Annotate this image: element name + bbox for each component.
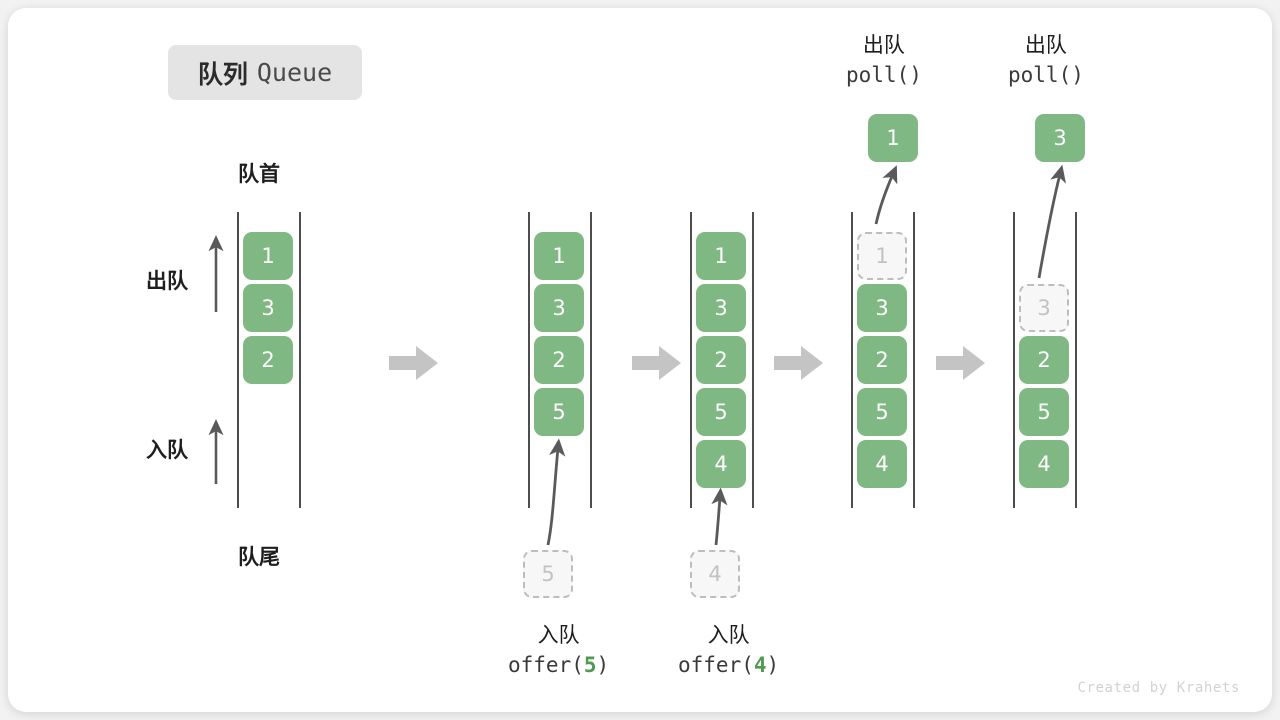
caption-offer-4: 入队 offer(4): [678, 620, 779, 681]
queue-cell: 1: [534, 232, 584, 280]
queue-rail-left: [528, 212, 530, 508]
queue-cell-ghost: 3: [1019, 284, 1069, 332]
step-arrow-icon: [774, 346, 823, 380]
caption-offer-5-cn: 入队: [537, 623, 580, 647]
caption-offer-4-cn: 入队: [707, 623, 750, 647]
queue-tail-label: 队尾: [238, 545, 280, 569]
queue-cell: 2: [857, 336, 907, 384]
offer-5-arg: 5: [583, 653, 597, 678]
queue-cell: 5: [1019, 388, 1069, 436]
queue-cell: 2: [243, 336, 293, 384]
queue-cell: 1: [696, 232, 746, 280]
caption-offer-5: 入队 offer(5): [508, 620, 609, 681]
popped-element: 1: [868, 114, 918, 162]
queue-cell: 5: [857, 388, 907, 436]
queue-cell: 5: [534, 388, 584, 436]
caption-poll-1: 出队 poll(): [846, 30, 922, 91]
offer-5-fn: offer(: [508, 653, 584, 678]
enqueue-direction-label: 入队: [146, 438, 188, 462]
popped-element: 3: [1035, 114, 1085, 162]
queue-rail-right: [1075, 212, 1077, 508]
offer-4-close: ): [766, 653, 780, 678]
caption-poll-1-cn: 出队: [862, 33, 905, 57]
queue-rail-right: [299, 212, 301, 508]
caption-poll-2: 出队 poll(): [1008, 30, 1084, 91]
incoming-element-ghost: 4: [690, 550, 740, 598]
caption-poll-2-cn: 出队: [1024, 33, 1067, 57]
queue-rail-left: [1013, 212, 1015, 508]
step-arrow-icon: [936, 346, 985, 380]
incoming-element-ghost: 5: [523, 550, 573, 598]
caption-poll-2-code: poll(): [1008, 63, 1084, 88]
queue-cell: 3: [857, 284, 907, 332]
queue-cell-ghost: 1: [857, 232, 907, 280]
queue-rail-left: [690, 212, 692, 508]
step-arrow-icon: [389, 346, 438, 380]
queue-cell: 3: [243, 284, 293, 332]
queue-cell: 3: [696, 284, 746, 332]
offer-5-close: ): [596, 653, 610, 678]
queue-cell: 2: [534, 336, 584, 384]
queue-rail-left: [237, 212, 239, 508]
title-badge: 队列 Queue: [168, 45, 362, 100]
offer-4-arg: 4: [753, 653, 767, 678]
dequeue-direction-label: 出队: [146, 269, 188, 293]
queue-cell: 2: [696, 336, 746, 384]
queue-cell: 2: [1019, 336, 1069, 384]
title-english: Queue: [256, 58, 333, 87]
queue-cell: 4: [857, 440, 907, 488]
queue-rail-left: [851, 212, 853, 508]
queue-cell: 4: [696, 440, 746, 488]
queue-rail-right: [590, 212, 592, 508]
step-arrow-icon: [632, 346, 681, 380]
caption-offer-4-code: offer(4): [678, 650, 779, 680]
credit-text: Created by Krahets: [1077, 680, 1240, 696]
queue-cell: 5: [696, 388, 746, 436]
offer-4-fn: offer(: [678, 653, 754, 678]
queue-cell: 1: [243, 232, 293, 280]
queue-cell: 4: [1019, 440, 1069, 488]
caption-poll-1-code: poll(): [846, 63, 922, 88]
queue-head-label: 队首: [238, 162, 280, 186]
queue-rail-right: [752, 212, 754, 508]
queue-cell: 3: [534, 284, 584, 332]
title-chinese: 队列: [197, 59, 248, 89]
queue-rail-right: [913, 212, 915, 508]
caption-offer-5-code: offer(5): [508, 650, 609, 680]
